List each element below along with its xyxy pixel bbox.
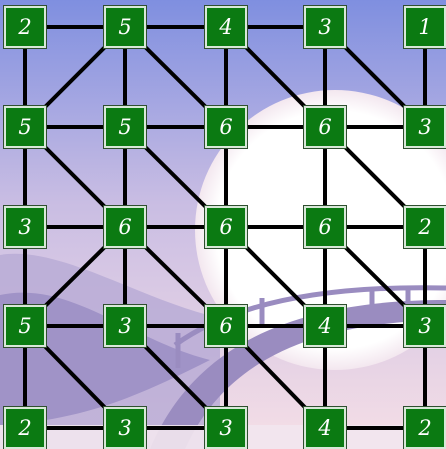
number-tile[interactable]: 6 [205, 305, 247, 347]
number-tile[interactable]: 4 [304, 407, 346, 449]
number-tile[interactable]: 3 [404, 305, 446, 347]
number-tile[interactable]: 2 [4, 6, 46, 48]
number-tile[interactable]: 6 [304, 106, 346, 148]
number-tile[interactable]: 2 [404, 407, 446, 449]
number-tile[interactable]: 5 [104, 6, 146, 48]
number-tile[interactable]: 1 [404, 6, 446, 48]
number-tile[interactable]: 3 [4, 206, 46, 248]
number-tile[interactable]: 2 [4, 407, 46, 449]
number-tile[interactable]: 3 [104, 407, 146, 449]
number-tile[interactable]: 6 [205, 106, 247, 148]
number-tile[interactable]: 2 [404, 206, 446, 248]
number-tile[interactable]: 4 [304, 305, 346, 347]
number-tile[interactable]: 3 [404, 106, 446, 148]
number-tile[interactable]: 5 [4, 106, 46, 148]
number-tile[interactable]: 6 [104, 206, 146, 248]
number-tile[interactable]: 3 [205, 407, 247, 449]
number-tile[interactable]: 3 [104, 305, 146, 347]
number-tile[interactable]: 6 [205, 206, 247, 248]
number-tile[interactable]: 5 [4, 305, 46, 347]
number-tile[interactable]: 4 [205, 6, 247, 48]
number-tile[interactable]: 5 [104, 106, 146, 148]
number-tile[interactable]: 3 [304, 6, 346, 48]
number-tile[interactable]: 6 [304, 206, 346, 248]
